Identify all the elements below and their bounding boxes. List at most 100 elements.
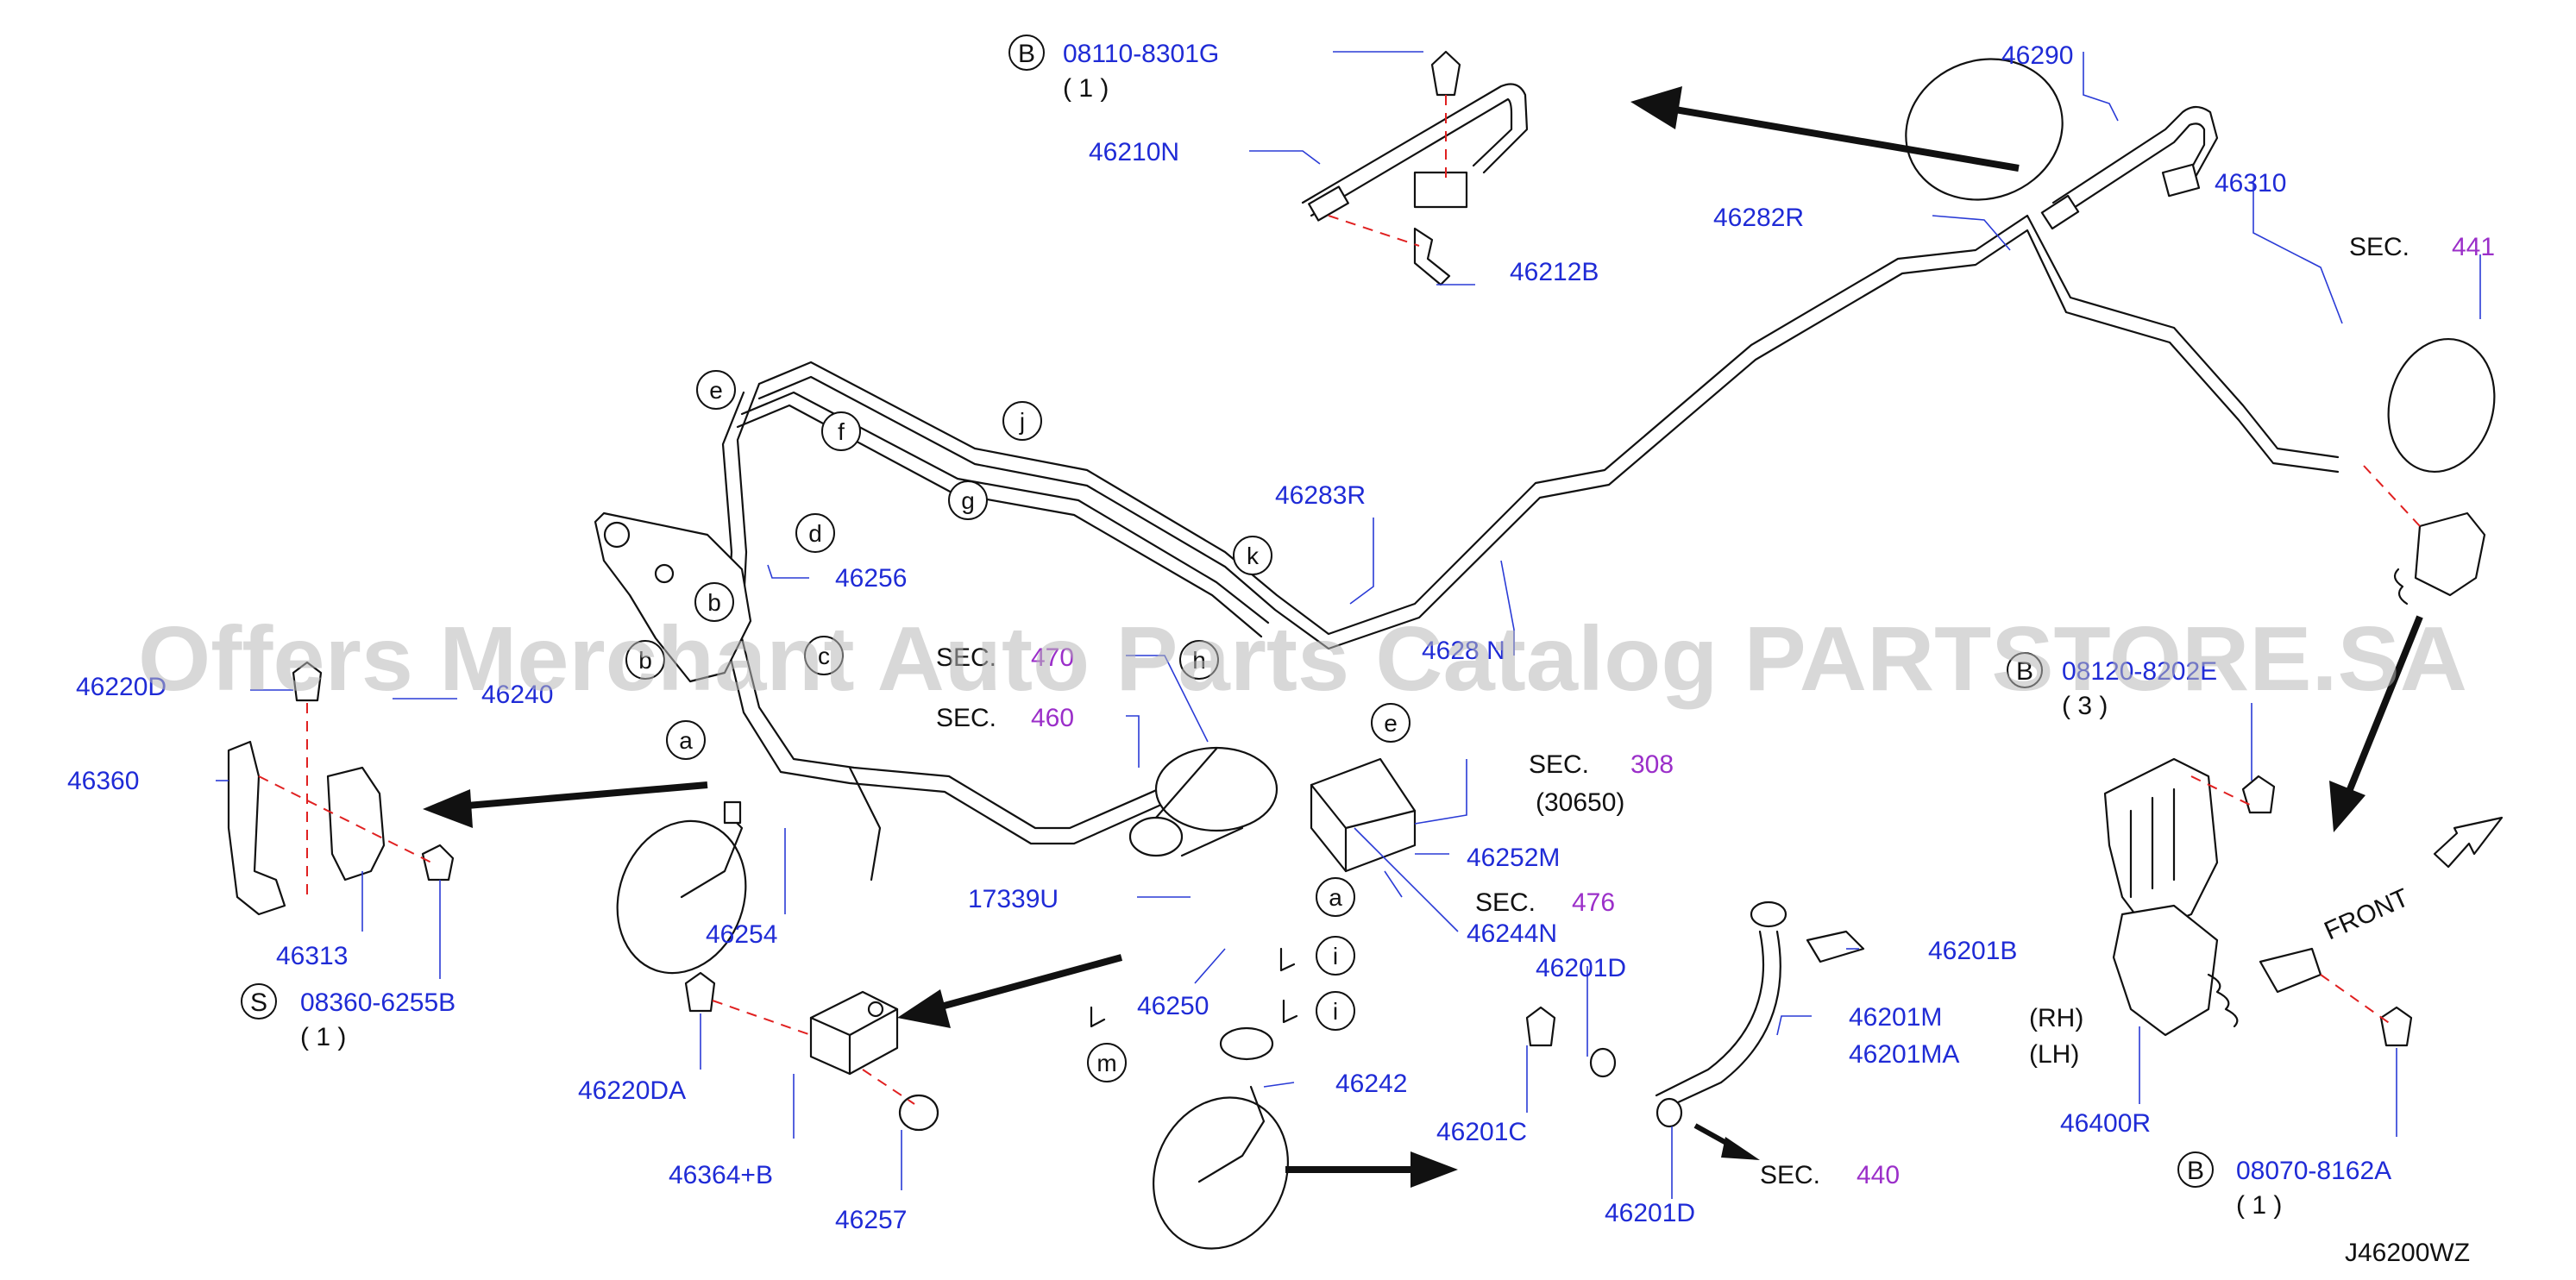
watermark: Offers Merchant Auto Parts Catalog PARTS… [138,608,2467,710]
callout-46254: 46254 [706,920,777,949]
marker-b-right1: B [2016,657,2033,686]
letter-b2: b [638,647,652,674]
clip-i2 [1282,999,1298,1024]
sec-470: 470 [1031,643,1074,672]
callout-08360-qty: ( 1 ) [300,1023,346,1051]
callout-08110-8301G: 08110-8301G [1063,40,1219,68]
callout-46252M: 46252M [1467,844,1560,872]
callout-4628xN: 4628 N [1422,637,1505,665]
callout-46310: 46310 [2215,169,2286,198]
callout-46364B: 46364+B [669,1161,773,1189]
callout-46212B: 46212B [1510,258,1599,286]
letter-f: f [838,418,845,445]
label-lh: (LH) [2029,1040,2079,1069]
sec-label-441: SEC. [2349,233,2410,261]
bracket-46360 [227,661,455,916]
callout-08360-6255B: 08360-6255B [300,988,456,1017]
callout-46360: 46360 [67,767,139,795]
clip-m [1090,1006,1106,1028]
brake-disc-top [1905,58,2064,201]
callout-46257: 46257 [835,1206,907,1234]
letter-d: d [808,520,822,547]
hose-46310 [2040,105,2219,230]
direction-arrows [423,86,2504,1188]
callout-46210N: 46210N [1089,138,1179,166]
marker-b-right2: B [2187,1157,2204,1185]
callout-46282R: 46282R [1713,204,1804,232]
callout-46283R: 46283R [1275,481,1366,510]
callout-08110-qty: ( 1 ) [1063,74,1109,103]
label-front: FRONT [2320,883,2413,945]
callout-46290: 46290 [2001,41,2073,70]
leader-lines [216,51,2481,1199]
callout-46256: 46256 [835,564,907,593]
hose-46201M [1525,900,1865,1128]
callout-08070-qty: ( 1 ) [2236,1191,2282,1220]
sec-476: 476 [1572,888,1615,917]
sec-441: 441 [2452,233,2495,261]
brake-tube-main [736,214,2340,650]
callout-08070-8162A: 08070-8162A [2236,1157,2391,1185]
sec-440: 440 [1857,1161,1900,1189]
callout-46220DA: 46220DA [578,1076,686,1105]
sec-label-476: SEC. [1475,888,1536,917]
sec-label-470: SEC. [936,643,996,672]
hose-46210N [1301,50,1529,286]
letter-i2: i [1333,998,1338,1025]
letter-h: h [1192,647,1206,674]
booster-17339U [1128,746,1279,857]
callout-46242: 46242 [1335,1070,1407,1098]
letter-e1: e [709,377,723,404]
sec-label-440: SEC. [1760,1161,1820,1189]
section-references: SEC. 441 SEC. 470 SEC. 460 SEC. 308 (306… [936,233,2495,1189]
callout-46400R: 46400R [2060,1109,2151,1138]
letter-g: g [961,487,975,514]
hose-46242 [1153,1026,1289,1250]
load-sensing-valve [2103,757,2413,1047]
callout-08120-8202E: 08120-8202E [2062,657,2217,686]
letter-e2: e [1384,710,1398,737]
connector-46364B [684,971,939,1132]
part-numbers: 08110-8301G ( 1 ) 46210N 46212B 46290 46… [67,40,2470,1267]
circled-markers: B S B B [241,35,2214,1188]
letter-m: m [1096,1050,1116,1076]
letter-b1: b [707,589,721,616]
callout-46201M: 46201M [1849,1003,1942,1032]
callout-46201MA: 46201MA [1849,1040,1959,1069]
letter-i1: i [1333,943,1338,969]
letter-c: c [818,643,830,669]
part-drawings [227,50,2496,1250]
hose-46254 [616,800,747,975]
callout-46201D-a: 46201D [1536,954,1626,982]
letter-callouts: e f j g d k b b c a h e a i i m [625,370,1411,1082]
sec-label-460: SEC. [936,704,996,732]
callout-46201D-b: 46201D [1605,1199,1695,1227]
callout-46220D: 46220D [76,673,166,701]
callout-08120-qty: ( 3 ) [2062,692,2108,720]
front-arrow-icon [2433,816,2504,869]
label-rh: (RH) [2029,1004,2083,1032]
brake-disc-right [2387,337,2496,474]
letter-k: k [1247,543,1260,569]
callout-46240: 46240 [481,681,553,709]
callout-46250: 46250 [1137,992,1209,1020]
valve-block-46252M [1310,757,1417,873]
marker-s-left: S [250,988,267,1017]
sec-308-sub: (30650) [1536,788,1624,817]
callout-17339U: 17339U [968,885,1059,913]
letter-a2: a [1329,884,1342,911]
callout-46313: 46313 [276,942,348,970]
sec-460: 460 [1031,704,1074,732]
sec-label-308: SEC. [1529,750,1589,779]
callout-46201C: 46201C [1436,1118,1527,1146]
bracket-plate-left [594,511,752,683]
callout-46244N: 46244N [1467,919,1557,948]
clip-bracket-right [2414,511,2486,597]
brake-tube-left [721,382,1261,882]
callout-46201B: 46201B [1928,937,2017,965]
marker-b-top: B [1018,40,1035,68]
letter-j: j [1019,408,1025,435]
sec-308: 308 [1630,750,1674,779]
diagram-code: J46200WZ [2345,1239,2470,1267]
